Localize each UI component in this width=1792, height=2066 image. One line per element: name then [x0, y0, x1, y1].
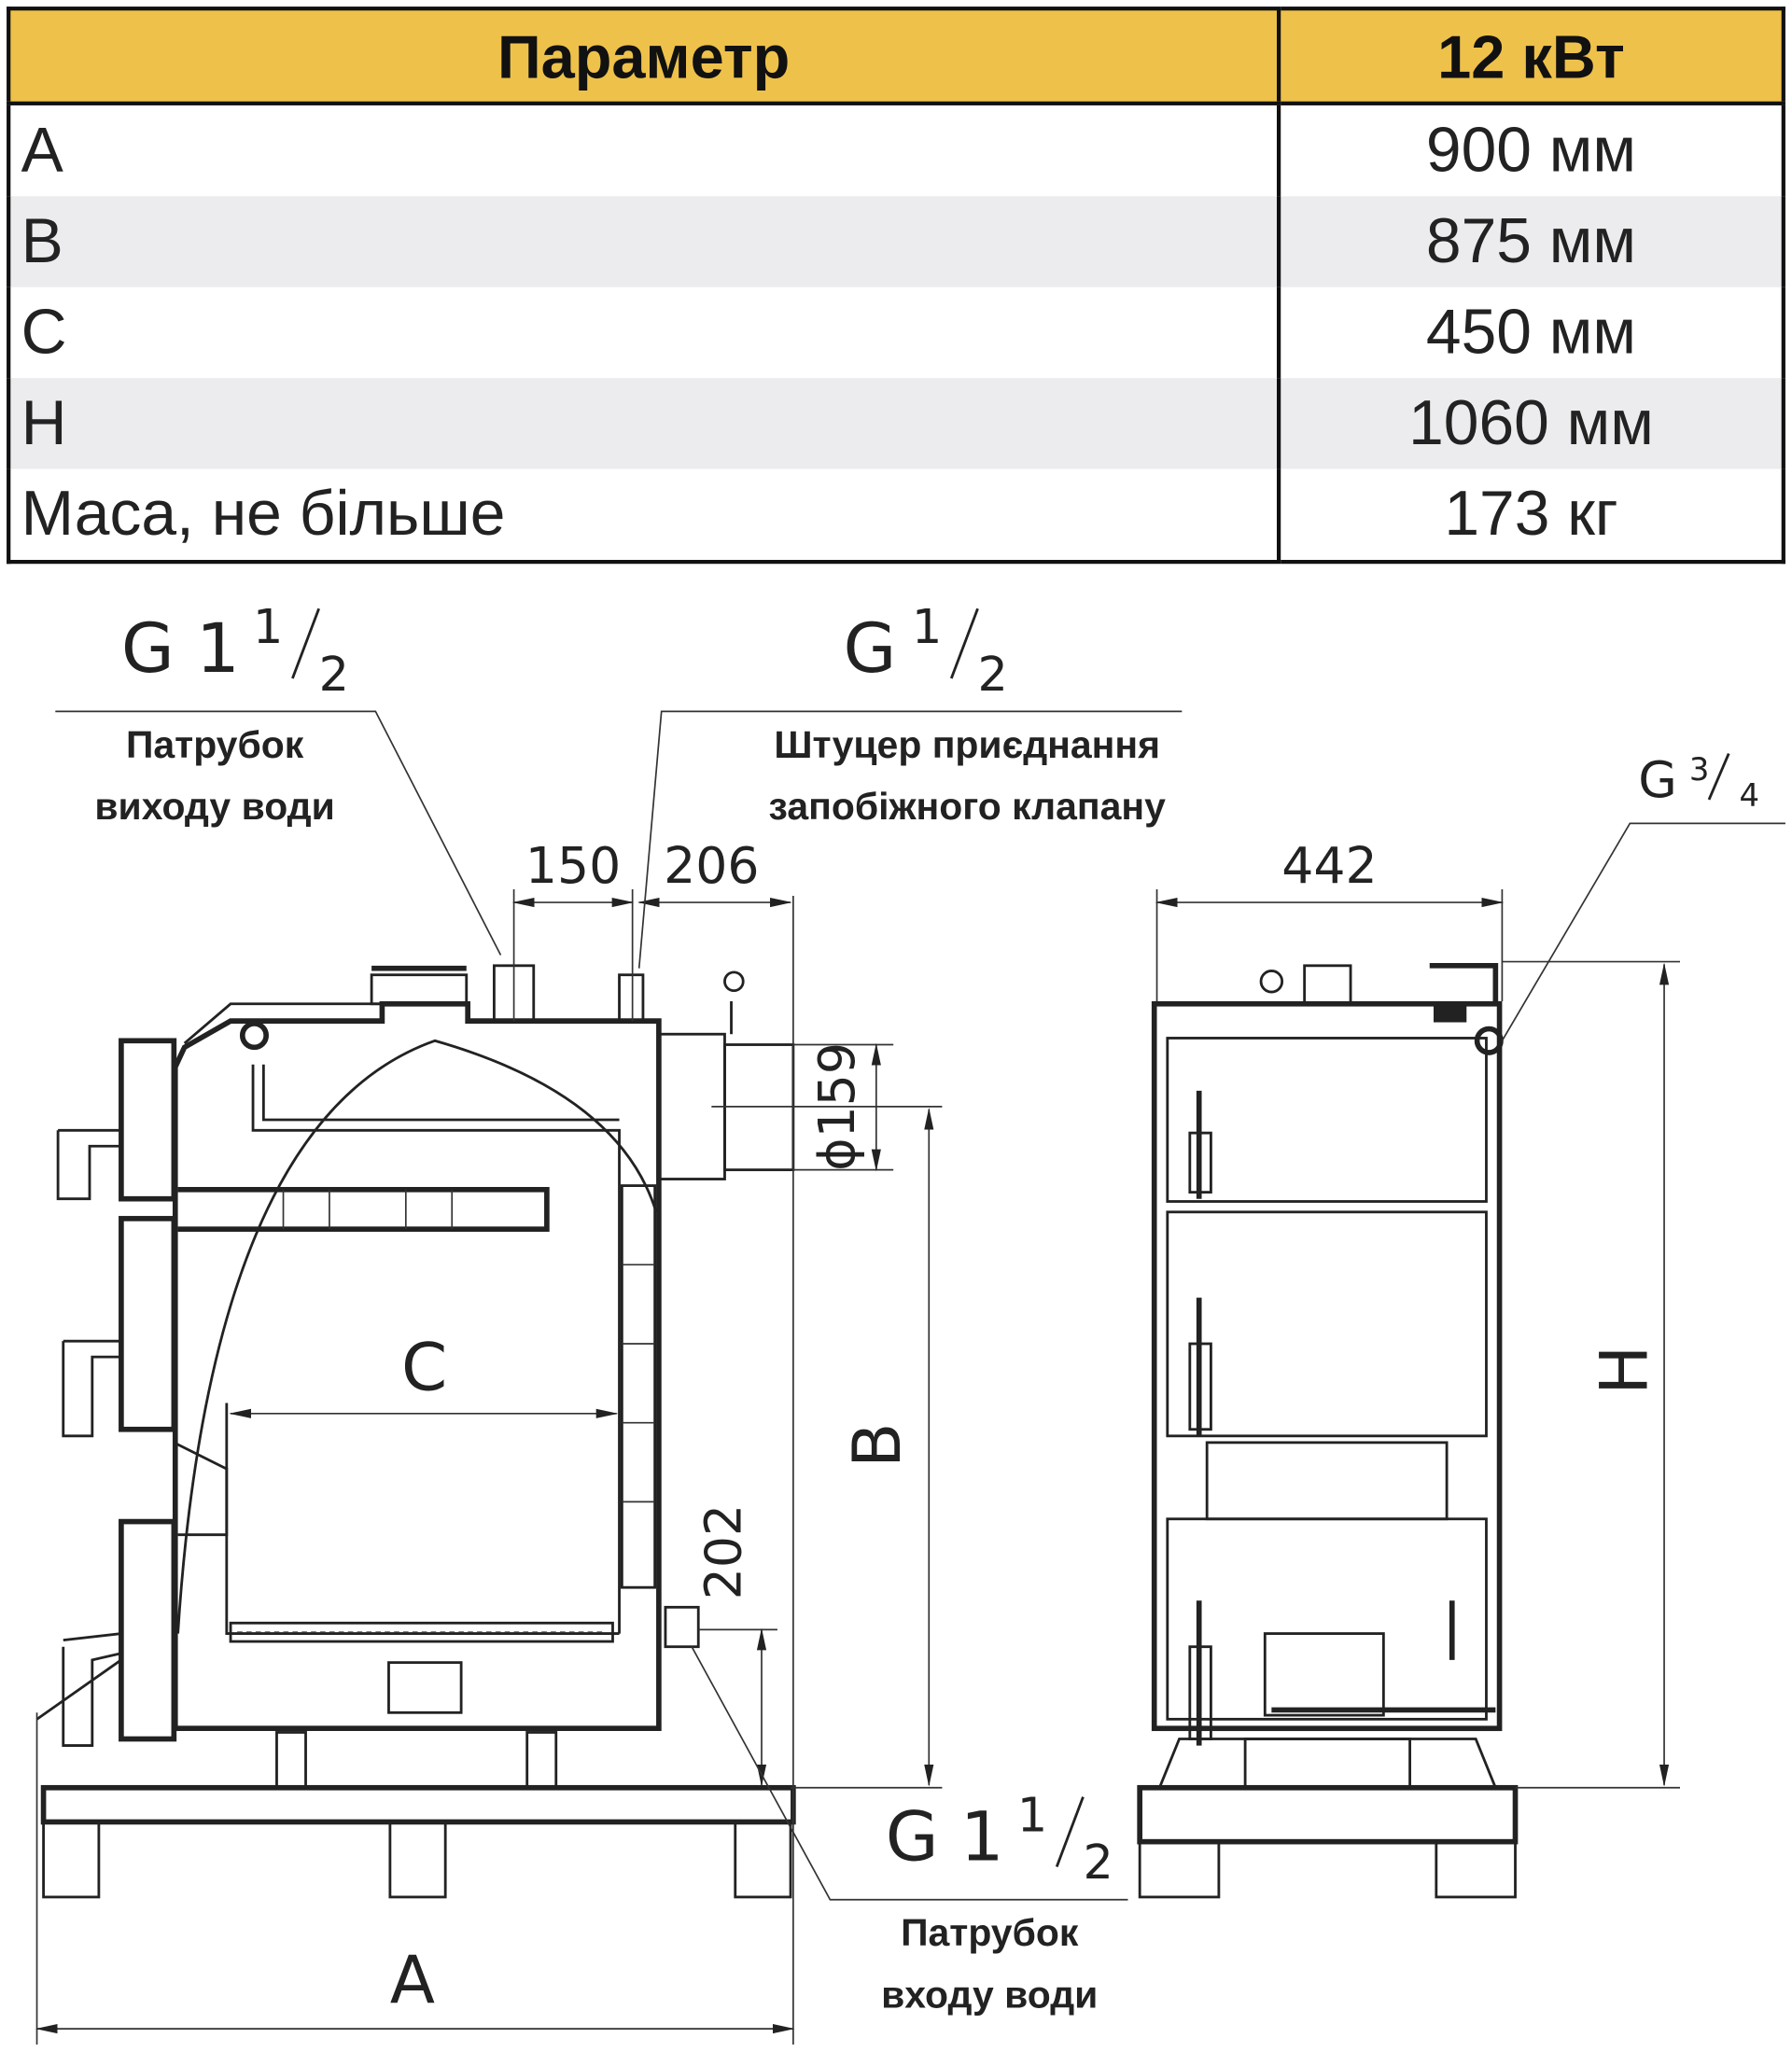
- outlet-thread-den: 2: [319, 647, 349, 702]
- row-value: 450 мм: [1276, 286, 1784, 379]
- row-param: A: [21, 116, 63, 187]
- valve-thread-num: 1: [912, 599, 942, 654]
- valve-label-2: запобіжного клапану: [769, 785, 1167, 828]
- header-value: 12 кВт: [1276, 8, 1784, 105]
- row-param: B: [8, 196, 1280, 287]
- dim-b: B: [838, 1422, 916, 1467]
- callout-inlet: G 1 1 2 Патрубок входу води: [691, 1646, 1128, 2017]
- side-thread-den: 4: [1740, 777, 1760, 814]
- callout-outlet: G 1 1 2 Патрубок виходу води: [55, 599, 502, 956]
- inlet-thread: G 1: [886, 1797, 1004, 1877]
- dim-a: A: [390, 1941, 435, 2018]
- outlet-thread: G 1: [121, 609, 240, 689]
- valve-label-1: Штуцер приєднання: [774, 723, 1160, 766]
- table-row: Маса, не більше 173 кг: [8, 468, 1784, 563]
- valve-thread-den: 2: [978, 647, 1008, 702]
- row-value: 875 мм: [1276, 196, 1784, 287]
- row-value: 173 кг: [1276, 468, 1784, 563]
- outlet-label-1: Патрубок: [126, 723, 304, 766]
- dim-c: C: [401, 1328, 447, 1405]
- row-param: Маса, не більше: [21, 479, 506, 550]
- dim-442: 442: [1281, 836, 1377, 895]
- outlet-label-2: виходу води: [94, 785, 334, 828]
- row-param: H: [8, 378, 1280, 469]
- row-value: 900 мм: [1276, 103, 1784, 197]
- side-thread: G: [1638, 750, 1677, 809]
- callout-side-fitting: G 3 4: [1501, 750, 1785, 1041]
- inlet-label-1: Патрубок: [901, 1911, 1079, 1954]
- side-thread-num: 3: [1689, 751, 1710, 788]
- table-row: C 450 мм: [8, 286, 1784, 379]
- side-view: [1137, 962, 1519, 1899]
- dim-202: 202: [693, 1504, 752, 1599]
- callout-valve: G 1 2 Штуцер приєднання запобіжного клап…: [637, 599, 1183, 969]
- dim-159: ϕ159: [807, 1042, 866, 1171]
- dim-h: H: [1586, 1346, 1663, 1395]
- inlet-label-2: входу води: [881, 1974, 1098, 2017]
- table-header: Параметр 12 кВт: [8, 8, 1784, 105]
- dimensions: 150 206 442 ϕ159 202 A B C H: [35, 836, 1680, 2045]
- dim-206: 206: [664, 836, 759, 895]
- valve-thread: G: [844, 609, 897, 689]
- dim-150: 150: [525, 836, 621, 895]
- table-row: A 900 мм: [8, 103, 1784, 197]
- inlet-thread-den: 2: [1083, 1835, 1113, 1890]
- header-param: Параметр: [8, 8, 1280, 105]
- row-param: C: [21, 298, 67, 368]
- front-view: [35, 964, 796, 1899]
- row-value: 1060 мм: [1276, 378, 1784, 469]
- outlet-thread-num: 1: [253, 599, 283, 654]
- inlet-thread-num: 1: [1017, 1787, 1047, 1842]
